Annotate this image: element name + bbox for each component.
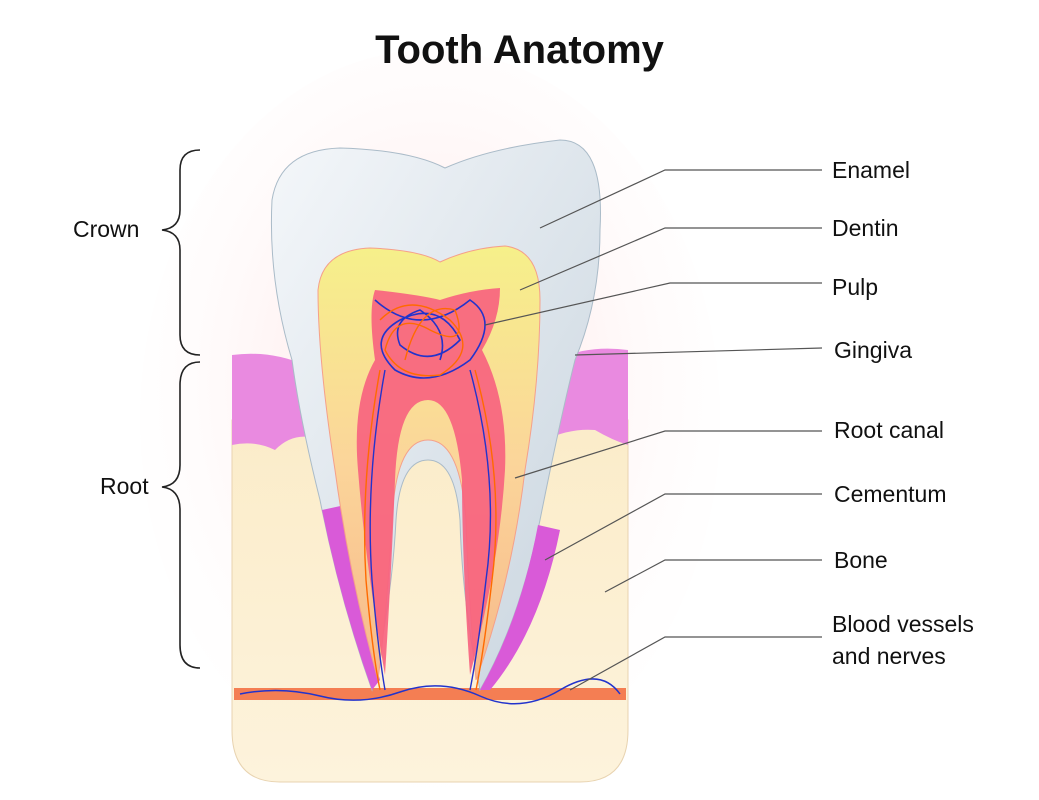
diagram-title: Tooth Anatomy [375, 28, 664, 72]
label-root-canal: Root canal [834, 417, 944, 443]
label-dentin: Dentin [832, 215, 899, 241]
label-gingiva: Gingiva [834, 337, 912, 363]
label-enamel: Enamel [832, 157, 910, 183]
root-brace [161, 361, 201, 669]
leader-lines [484, 169, 823, 691]
vessel-band [234, 688, 626, 700]
label-nerves: and nerves [832, 643, 946, 669]
crown-brace [161, 149, 201, 356]
label-crown: Crown [73, 216, 140, 242]
label-root: Root [100, 473, 149, 499]
label-cementum: Cementum [834, 481, 947, 507]
label-bone: Bone [834, 547, 888, 573]
bone [231, 419, 629, 783]
label-pulp: Pulp [832, 274, 879, 300]
label-blood-vessels: Blood vessels [832, 611, 974, 637]
pulp [356, 288, 506, 675]
